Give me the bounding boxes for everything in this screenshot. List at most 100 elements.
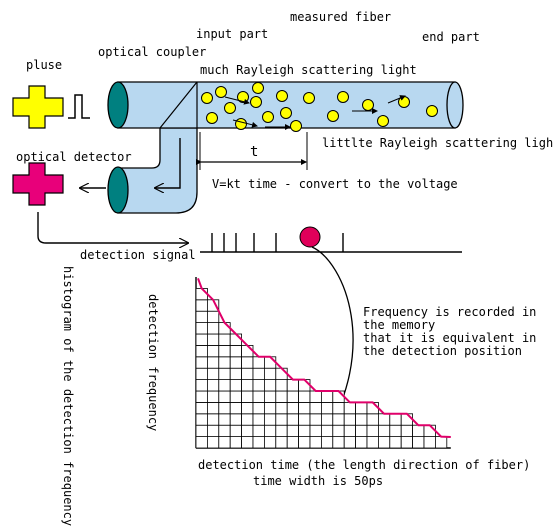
- coupler-diagonal: [159, 81, 198, 129]
- histogram-cell: [332, 401, 345, 415]
- histogram-cell: [275, 379, 288, 392]
- optical-detector-icon: [12, 162, 64, 206]
- histogram-cell: [355, 401, 368, 415]
- histogram-cell: [218, 413, 231, 426]
- scatter-dot: [290, 120, 302, 132]
- histogram-cell: [195, 287, 208, 301]
- histogram-cell: [229, 424, 242, 438]
- histogram-cell: [412, 424, 425, 438]
- histogram-cell: [366, 436, 379, 449]
- histogram-cell: [195, 356, 208, 369]
- histogram-cell: [252, 424, 265, 438]
- histogram-cell: [218, 424, 231, 438]
- histogram-cell: [195, 413, 208, 426]
- histogram-cell: [241, 344, 254, 358]
- histogram-cell: [355, 424, 368, 438]
- histogram-cell: [343, 413, 357, 426]
- scatter-dot: [262, 111, 274, 123]
- histogram-cell: [400, 413, 414, 426]
- histogram-cell: [275, 436, 288, 449]
- histogram-cell: [206, 390, 220, 403]
- histogram-cell: [286, 424, 300, 438]
- histogram-cell: [195, 379, 208, 392]
- histogram-cell: [218, 344, 231, 358]
- histogram-cell: [343, 424, 357, 438]
- histogram-cell: [206, 333, 220, 346]
- histogram-cell: [252, 401, 265, 415]
- light-source-icon: [12, 85, 64, 129]
- label-optical-coupler: optical coupler: [98, 45, 207, 59]
- histogram-cell: [241, 413, 254, 426]
- histogram-cell: [218, 333, 231, 346]
- histogram-cell: [263, 401, 277, 415]
- histogram-cell: [229, 356, 242, 369]
- histogram-cell: [218, 401, 231, 415]
- histogram-cell: [389, 413, 402, 426]
- histogram-cell: [263, 367, 277, 381]
- histogram-cell: [206, 379, 220, 392]
- histogram-cell: [241, 356, 254, 369]
- histogram-cell: [206, 367, 220, 381]
- histogram-cell: [320, 413, 334, 426]
- histogram-cell: [229, 344, 242, 358]
- label-detection-time: detection time (the length direction of …: [198, 458, 531, 472]
- histogram-cell: [309, 424, 322, 438]
- histogram-cell: [229, 436, 242, 449]
- histogram-cell: [206, 424, 220, 438]
- histogram-cell: [423, 424, 436, 438]
- label-detection-signal: detection signal: [80, 248, 196, 262]
- histogram-cell: [263, 390, 277, 403]
- histogram-cell: [320, 401, 334, 415]
- histogram-cell: [195, 424, 208, 438]
- histogram-cell: [377, 413, 391, 426]
- scatter-dot: [215, 86, 227, 98]
- histogram-cell: [286, 436, 300, 449]
- histogram-cell: [355, 413, 368, 426]
- histogram-cell: [218, 379, 231, 392]
- histogram-cell: [263, 413, 277, 426]
- histogram-cell: [229, 413, 242, 426]
- histogram-cell: [286, 413, 300, 426]
- histogram-cell: [241, 401, 254, 415]
- histogram-cell: [377, 436, 391, 449]
- frequency-note-line: the memory: [363, 318, 436, 332]
- input-port: [107, 81, 129, 129]
- histogram-cell: [275, 367, 288, 381]
- histogram-cell: [263, 436, 277, 449]
- detector-port: [107, 166, 129, 214]
- scatter-dot: [250, 96, 262, 108]
- histogram-cell: [320, 424, 334, 438]
- scatter-dot: [206, 112, 218, 124]
- histogram-cell: [229, 367, 242, 381]
- histogram-cell: [252, 379, 265, 392]
- histogram-cell: [241, 436, 254, 449]
- histogram-cell: [218, 367, 231, 381]
- label-t: t: [250, 144, 259, 160]
- scatter-dot: [337, 91, 349, 103]
- histogram-cell: [263, 356, 277, 369]
- scatter-arrow: [387, 95, 406, 104]
- label-measured-fiber: measured fiber: [290, 10, 392, 24]
- histogram-cell: [298, 379, 311, 392]
- histogram-cell: [343, 401, 357, 415]
- timeline-ticks: [211, 233, 344, 252]
- scatter-dot: [327, 110, 339, 122]
- histogram-cell: [206, 356, 220, 369]
- histogram-cell: [275, 424, 288, 438]
- histogram-cell: [286, 379, 300, 392]
- histogram-cell: [252, 356, 265, 369]
- label-optical-detector: optical detector: [16, 150, 132, 164]
- frequency-note-line: the detection position: [363, 344, 522, 358]
- histogram-cell: [195, 310, 208, 324]
- pulse-symbol: [68, 94, 90, 119]
- label-end-part: end part: [422, 30, 480, 44]
- histogram: [195, 277, 451, 449]
- scatter-dot: [303, 92, 315, 104]
- histogram-cell: [298, 401, 311, 415]
- frequency-note-line: that it is equivalent in: [363, 331, 537, 345]
- histogram-cell: [434, 436, 448, 449]
- histogram-cell: [218, 390, 231, 403]
- histogram-cell: [389, 424, 402, 438]
- decay-curve: [197, 278, 451, 438]
- histogram-cell: [252, 390, 265, 403]
